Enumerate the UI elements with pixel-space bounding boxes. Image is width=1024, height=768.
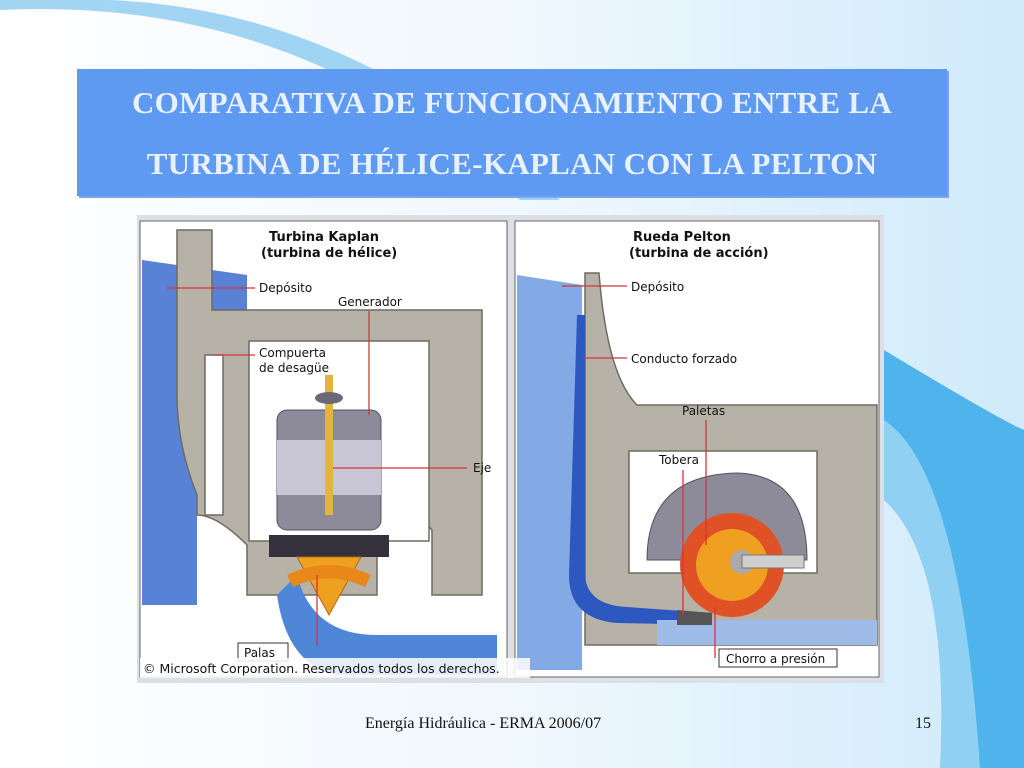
figure-copyright: © Microsoft Corporation. Reservados todo… <box>143 661 500 676</box>
turbine-comparison-diagram: Turbina Kaplan (turbina de hélice) Depós… <box>137 215 884 683</box>
pelton-label-deposito: Depósito <box>631 280 684 294</box>
slide-title-line-1: COMPARATIVA DE FUNCIONAMIENTO ENTRE LA <box>131 84 893 120</box>
kaplan-title: Turbina Kaplan <box>269 230 379 245</box>
pelton-reservoir-water <box>517 275 582 670</box>
kaplan-label-compuerta-2: de desagüe <box>259 361 329 375</box>
right-wave-light <box>884 420 980 768</box>
pelton-label-paletas: Paletas <box>682 404 725 418</box>
kaplan-label-deposito: Depósito <box>259 281 312 295</box>
pelton-label-tobera: Tobera <box>658 453 699 467</box>
pelton-label-conducto: Conducto forzado <box>631 352 737 366</box>
kaplan-label-palas: Palas <box>244 646 275 660</box>
kaplan-shaft <box>325 375 333 515</box>
slide-footer: Energía Hidráulica - ERMA 2006/07 <box>365 715 602 732</box>
pelton-panel: Rueda Pelton (turbina de acción) Depósit… <box>514 220 880 678</box>
pelton-label-chorro: Chorro a presión <box>726 652 825 666</box>
kaplan-label-eje: Eje <box>473 461 491 475</box>
slide-title-line-2: TURBINA DE HÉLICE-KAPLAN CON LA PELTON <box>146 145 878 181</box>
kaplan-gate <box>204 354 224 516</box>
kaplan-draft-water <box>277 575 497 675</box>
kaplan-label-generador: Generador <box>338 295 402 309</box>
kaplan-subtitle: (turbina de hélice) <box>261 246 397 261</box>
slide-page-number: 15 <box>915 715 931 732</box>
kaplan-label-compuerta-1: Compuerta <box>259 346 326 360</box>
pelton-shaft <box>741 554 805 569</box>
kaplan-panel: Turbina Kaplan (turbina de hélice) Depós… <box>139 220 508 678</box>
pelton-subtitle: (turbina de acción) <box>629 246 769 261</box>
pelton-nozzle <box>677 610 712 625</box>
right-wave <box>884 350 1024 768</box>
slide-title-box: COMPARATIVA DE FUNCIONAMIENTO ENTRE LA T… <box>77 69 947 196</box>
pelton-penstock <box>569 315 712 625</box>
pelton-title: Rueda Pelton <box>633 230 731 245</box>
